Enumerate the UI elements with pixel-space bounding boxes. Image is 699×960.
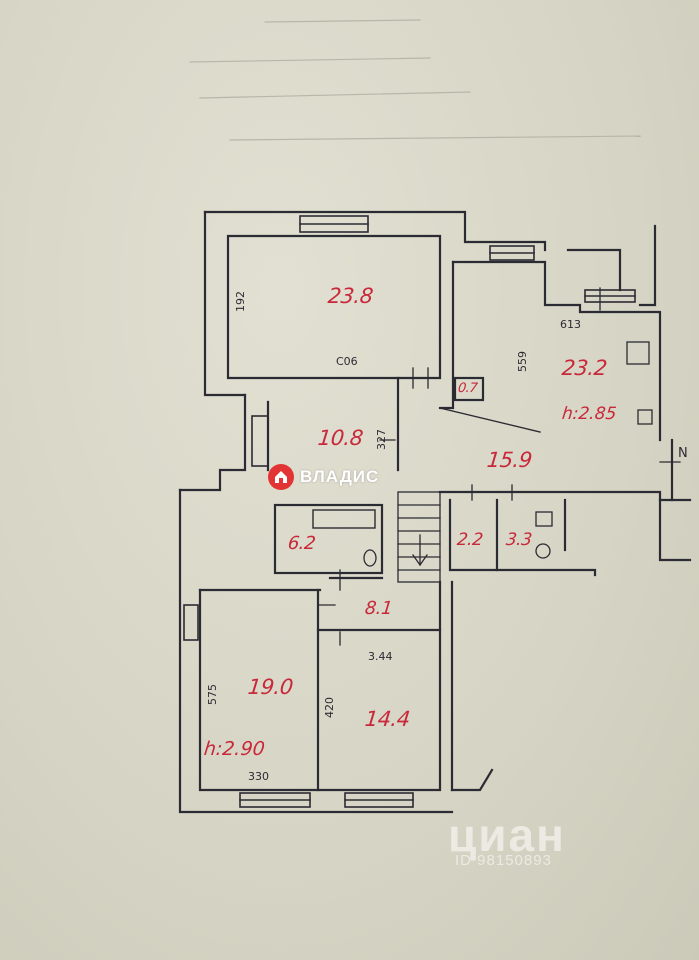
- room-area-label: 15.9: [485, 448, 534, 472]
- dimension-label: C06: [336, 355, 358, 368]
- room-area-label: 8.1: [363, 598, 394, 619]
- room-area-label: 10.8: [316, 426, 365, 450]
- vladis-watermark: ВЛАДИС: [268, 464, 379, 490]
- room-area-label: 3.3: [504, 530, 533, 550]
- room-area-label: 23.8: [326, 284, 375, 308]
- dimension-label: 613: [560, 318, 581, 331]
- dimension-label: 330: [248, 770, 269, 783]
- outer-wall-top: [203, 210, 547, 252]
- dimension-label: 420: [323, 697, 336, 718]
- room-area-label: 23.2: [560, 356, 609, 380]
- dimension-label: 3.44: [368, 650, 393, 663]
- room-d-walls: [453, 376, 485, 402]
- room-f-walls: [273, 503, 384, 575]
- ceiling-height-label: h:2.85: [560, 404, 618, 424]
- dimension-label: 559: [516, 351, 529, 372]
- dimension-label: 327: [375, 429, 388, 450]
- room-area-label: 19.0: [246, 675, 295, 699]
- room-area-label: 14.4: [363, 707, 412, 731]
- vladis-watermark-text: ВЛАДИС: [300, 467, 380, 486]
- cian-watermark-id: ID 98150893: [455, 852, 552, 869]
- dimension-label: 575: [206, 684, 219, 705]
- ceiling-height-label: h:2.90: [202, 738, 266, 760]
- cian-watermark: циан: [448, 809, 566, 861]
- room-area-label: 2.2: [455, 530, 484, 550]
- room-a-walls: [226, 234, 442, 380]
- room-area-label: 6.2: [286, 533, 317, 554]
- dimension-label: 192: [234, 291, 247, 312]
- north-marker: N: [678, 446, 688, 461]
- house-logo-icon: [268, 464, 294, 490]
- room-area-label: 0.7: [457, 381, 478, 396]
